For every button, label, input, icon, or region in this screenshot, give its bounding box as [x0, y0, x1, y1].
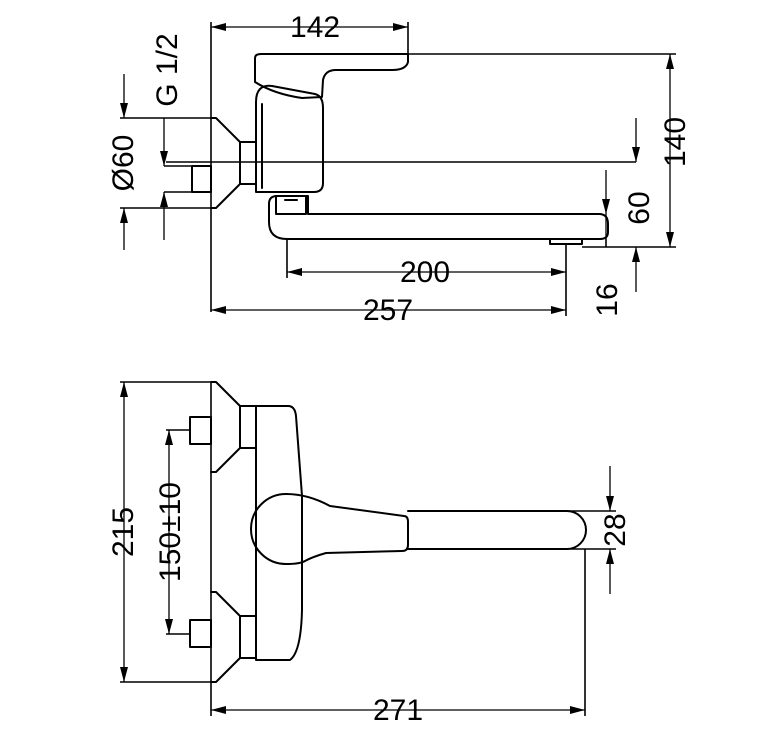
side-view: 142 140 60 16 200 257 Ø60 [107, 11, 692, 327]
lower-inlet-flange [210, 591, 241, 683]
arrow [165, 619, 173, 634]
front-view: 215 150±10 28 271 [107, 381, 632, 727]
lower-inlet-nut [239, 615, 257, 659]
upper-inlet-connector [189, 416, 212, 445]
dim-150-label: 150±10 [154, 482, 187, 582]
arrow [551, 268, 566, 276]
arrow [666, 54, 674, 69]
arrow [602, 199, 610, 214]
arrow [570, 706, 585, 714]
dim-257-label: 257 [363, 294, 413, 327]
arrow [551, 306, 566, 314]
arrow [160, 192, 168, 207]
dim-16-label: 16 [591, 283, 624, 316]
dim-140-label: 140 [659, 117, 692, 167]
dim-271-label: 271 [373, 694, 423, 727]
upper-inlet-nut [239, 405, 257, 449]
arrow [632, 147, 640, 162]
arrow [211, 706, 226, 714]
wall-flange [210, 117, 241, 209]
arrow [120, 382, 128, 397]
spout-joint [275, 195, 307, 215]
arrow [160, 151, 168, 166]
arrow [606, 549, 614, 564]
lever-handle [254, 53, 409, 99]
arrow [211, 23, 226, 31]
dim-142-label: 142 [290, 11, 340, 44]
dim-thread-label: G 1/2 [151, 33, 184, 106]
dim-60-label: 60 [623, 191, 656, 224]
arrow [165, 430, 173, 445]
arrow [120, 208, 128, 223]
arrow [606, 496, 614, 511]
dim-28-label: 28 [599, 513, 632, 546]
front-mixer-body [255, 405, 303, 661]
front-handle [250, 493, 409, 565]
arrow [632, 247, 640, 262]
arrow [120, 667, 128, 682]
dim-diameter-label: Ø60 [107, 135, 140, 192]
dim-215-label: 215 [107, 507, 140, 557]
arrow [393, 23, 408, 31]
arrow [287, 268, 302, 276]
spout [268, 195, 609, 240]
mixer-body [255, 84, 324, 193]
dim-200-label: 200 [400, 256, 450, 289]
arrow [666, 232, 674, 247]
arrow [211, 306, 226, 314]
aerator [549, 238, 583, 245]
upper-inlet-flange [210, 381, 241, 473]
front-spout [407, 510, 587, 550]
arrow [120, 103, 128, 118]
inlet-connector [191, 165, 212, 193]
connector-nut [239, 141, 257, 185]
lower-inlet-connector [189, 619, 212, 648]
